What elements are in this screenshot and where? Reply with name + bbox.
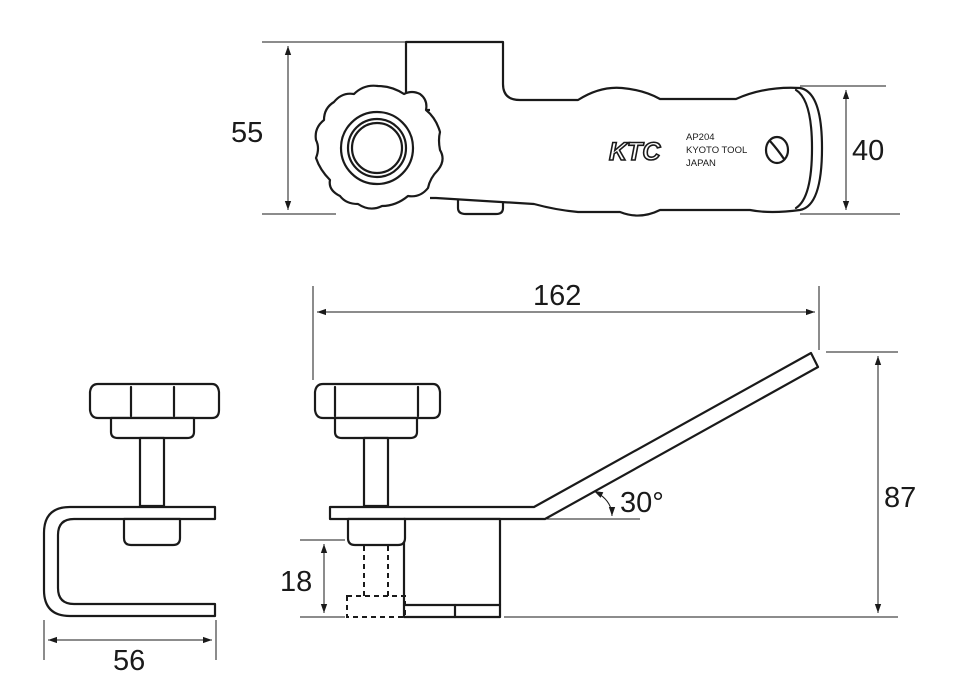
maker-text: KYOTO TOOL — [686, 145, 747, 156]
dim-87: 87 — [884, 482, 916, 514]
dim-18: 18 — [280, 566, 312, 598]
top-view: KTC AP204 KYOTO TOOL JAPAN — [314, 40, 824, 217]
top-view-outline — [404, 40, 824, 217]
dim-angle: 30° — [620, 487, 664, 519]
dim-55: 55 — [231, 117, 263, 149]
brand-logo: KTC — [609, 138, 661, 166]
clamp-width-dimension: 56 — [43, 620, 217, 677]
dim-40: 40 — [852, 135, 884, 167]
side-view — [313, 351, 820, 619]
country-text: JAPAN — [686, 158, 716, 169]
dim-56: 56 — [113, 645, 145, 677]
clamp-view — [42, 382, 221, 618]
top-dimensions: 55 40 — [231, 41, 900, 215]
model-text: AP204 — [686, 132, 715, 143]
dim-162: 162 — [533, 280, 581, 312]
side-dimensions: 162 87 30° 18 — [280, 280, 916, 618]
side-knob — [313, 382, 442, 420]
bent-arm — [328, 351, 820, 521]
clamp-knob — [88, 382, 221, 420]
c-frame — [42, 505, 217, 618]
